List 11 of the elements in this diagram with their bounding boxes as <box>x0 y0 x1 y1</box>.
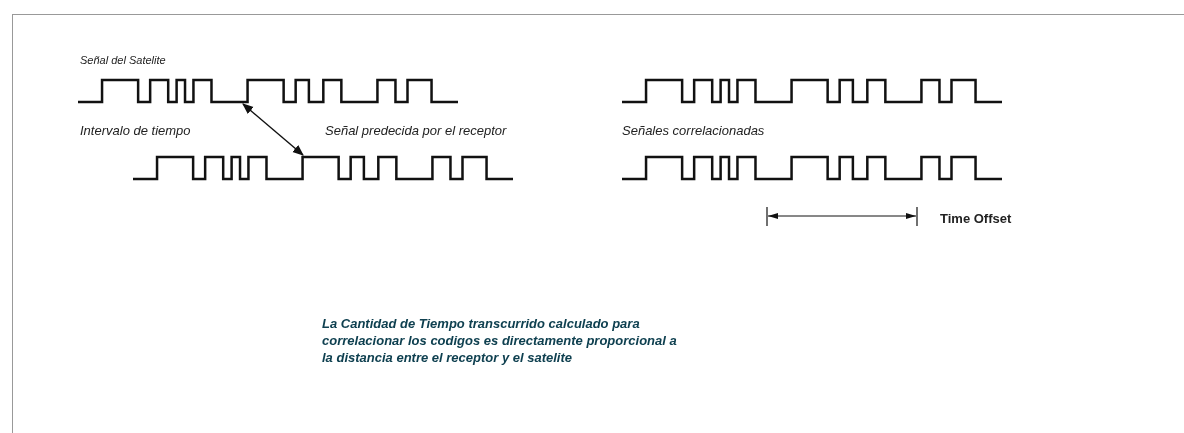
double-arrow <box>242 103 304 156</box>
square-wave-signal <box>133 155 513 181</box>
signal-label: Señales correlacionadas <box>622 122 765 140</box>
caption-text: La Cantidad de Tiempo transcurrido calculado para correlacionar los codigos es directamente proporcional a la distancia entre el receptor y el satelite <box>322 315 677 366</box>
signal-label: Time Offset <box>940 210 1012 228</box>
square-wave-signal <box>622 78 1002 104</box>
signal-label: Señal predecida por el receptor <box>325 122 507 140</box>
signal-label: Intervalo de tiempo <box>80 122 191 140</box>
square-wave-signal <box>622 155 1002 181</box>
square-wave-signal <box>78 78 458 104</box>
signal-label: Señal del Satelite <box>80 53 166 68</box>
